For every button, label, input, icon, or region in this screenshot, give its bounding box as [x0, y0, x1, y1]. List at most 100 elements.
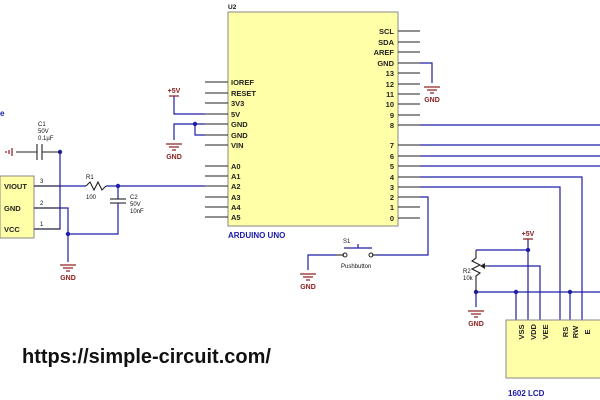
s1-contact: [368, 252, 374, 258]
vcc-symbol: +5V: [168, 88, 181, 97]
rs-wire: [420, 186, 561, 292]
button-wire: [376, 196, 429, 256]
r2-ref: R2: [463, 269, 471, 275]
sensor-pin-label: GND: [4, 204, 21, 213]
sensor-module-body: [0, 175, 35, 239]
lcd-pin-e: E: [583, 329, 592, 334]
c1-voltage: 50V: [38, 129, 49, 135]
arduino-pin-9: 9: [390, 111, 394, 120]
arduino-pin-2: 2: [390, 193, 394, 202]
r2-zigzag: [470, 250, 482, 292]
sensor-partial-label: e: [0, 109, 5, 118]
junction-dot: [525, 247, 531, 253]
d4-wire: [420, 176, 583, 292]
arduino-pin-vin: VIN: [231, 141, 244, 150]
resistor-r1: R1 100: [85, 175, 107, 201]
junction-dot: [192, 121, 198, 127]
ground-symbol: GND: [300, 273, 316, 291]
arduino-pin-reset: RESET: [231, 89, 256, 98]
arduino-pin-ioref: IOREF: [231, 78, 254, 87]
ground-symbol: GND: [166, 143, 182, 161]
sensor-gnd-wire: [34, 207, 69, 262]
lcd-pin-vdd: VDD: [529, 324, 538, 340]
sensor-pin-label: VCC: [4, 225, 20, 234]
junction-dot: [567, 289, 573, 295]
c2-gnd-wire: [68, 203, 119, 235]
ground-label: GND: [166, 154, 182, 161]
arduino-pin-3v3: 3V3: [231, 99, 244, 108]
ground-symbol: GND: [60, 264, 76, 282]
arduino-module-body: [227, 11, 399, 227]
lcd-body: [505, 319, 600, 379]
website-url: https://simple-circuit.com/: [22, 346, 271, 368]
arduino-pin-gnd: GND: [231, 131, 248, 140]
gnd-wire-right: [420, 62, 433, 83]
c2-voltage: 50V: [130, 202, 141, 208]
lcd-pin-vss: VSS: [517, 324, 526, 339]
arduino-pin-4: 4: [390, 173, 395, 182]
sensor-pin-number: 2: [40, 201, 44, 207]
arduino-pin-a2: A2: [231, 182, 241, 191]
s1-gnd-wire: [307, 254, 336, 270]
arduino-pin-a3: A3: [231, 193, 241, 202]
arduino-pin-8: 8: [390, 121, 394, 130]
s1-name: Pushbutton: [341, 264, 371, 270]
vcc-label: +5V: [168, 88, 181, 95]
arduino-pin-a0: A0: [231, 162, 241, 171]
r1-ref: R1: [86, 175, 94, 181]
vcc-symbol: +5V: [522, 231, 535, 240]
r1-value: 100: [86, 195, 97, 201]
arduino-pin-5: 5: [390, 162, 394, 171]
arduino-pin-a1: A1: [231, 172, 241, 181]
gnd-wire-left: [194, 124, 205, 136]
sensor-vcc-wire: [34, 152, 61, 230]
arduino-pin-gnd: GND: [377, 59, 394, 68]
arduino-pin-1: 1: [390, 203, 394, 212]
lcd-pin-rs: RS: [561, 327, 570, 337]
arduino-pin-7: 7: [390, 141, 394, 150]
arduino-pin-0: 0: [390, 214, 394, 223]
arduino-pin-13: 13: [386, 69, 394, 78]
s1-contact: [342, 252, 348, 258]
vee-wire: [488, 265, 541, 320]
arduino-pin-5v: 5V: [231, 110, 240, 119]
c1-value: 0.1µF: [38, 136, 54, 142]
sensor-pin-number: 3: [40, 179, 44, 185]
arduino-pin-a5: A5: [231, 213, 241, 222]
arduino-ref: U2: [228, 4, 237, 11]
ground-label: GND: [300, 284, 316, 291]
lcd-pin-vee: VEE: [541, 324, 550, 339]
sensor-pin-label: VIOUT: [4, 182, 27, 191]
ground-symbol: GND: [424, 86, 440, 104]
vcc-5v-wire: [173, 96, 205, 115]
junction-dot: [513, 289, 519, 295]
arduino-pin-12: 12: [386, 80, 394, 89]
arduino-pin-a4: A4: [231, 203, 241, 212]
r1-zigzag: [85, 180, 107, 192]
ground-label: GND: [60, 275, 76, 282]
arduino-pin-gnd: GND: [231, 120, 248, 129]
arduino-pin-6: 6: [390, 152, 394, 161]
arduino-pin-scl: SCL: [379, 27, 394, 36]
gnd-wire-left: [173, 123, 205, 140]
vcc-label: +5V: [522, 231, 535, 238]
ground-label: GND: [424, 97, 440, 104]
arduino-pin-aref: AREF: [374, 48, 395, 57]
ground-label: GND: [468, 321, 484, 328]
s1-ref: S1: [343, 239, 351, 245]
ground-symbol: GND: [468, 310, 484, 328]
lcd-pin-rw: RW: [571, 325, 580, 338]
lcd-pin-d: D: [598, 329, 600, 335]
lcd-name: 1602 LCD: [508, 389, 545, 398]
c1-ref: C1: [38, 122, 46, 128]
arduino-pin-10: 10: [386, 100, 394, 109]
r2-wiper-arrow: [480, 263, 485, 269]
c2-ref: C2: [130, 195, 138, 201]
arduino-name: ARDUINO UNO: [228, 231, 285, 240]
